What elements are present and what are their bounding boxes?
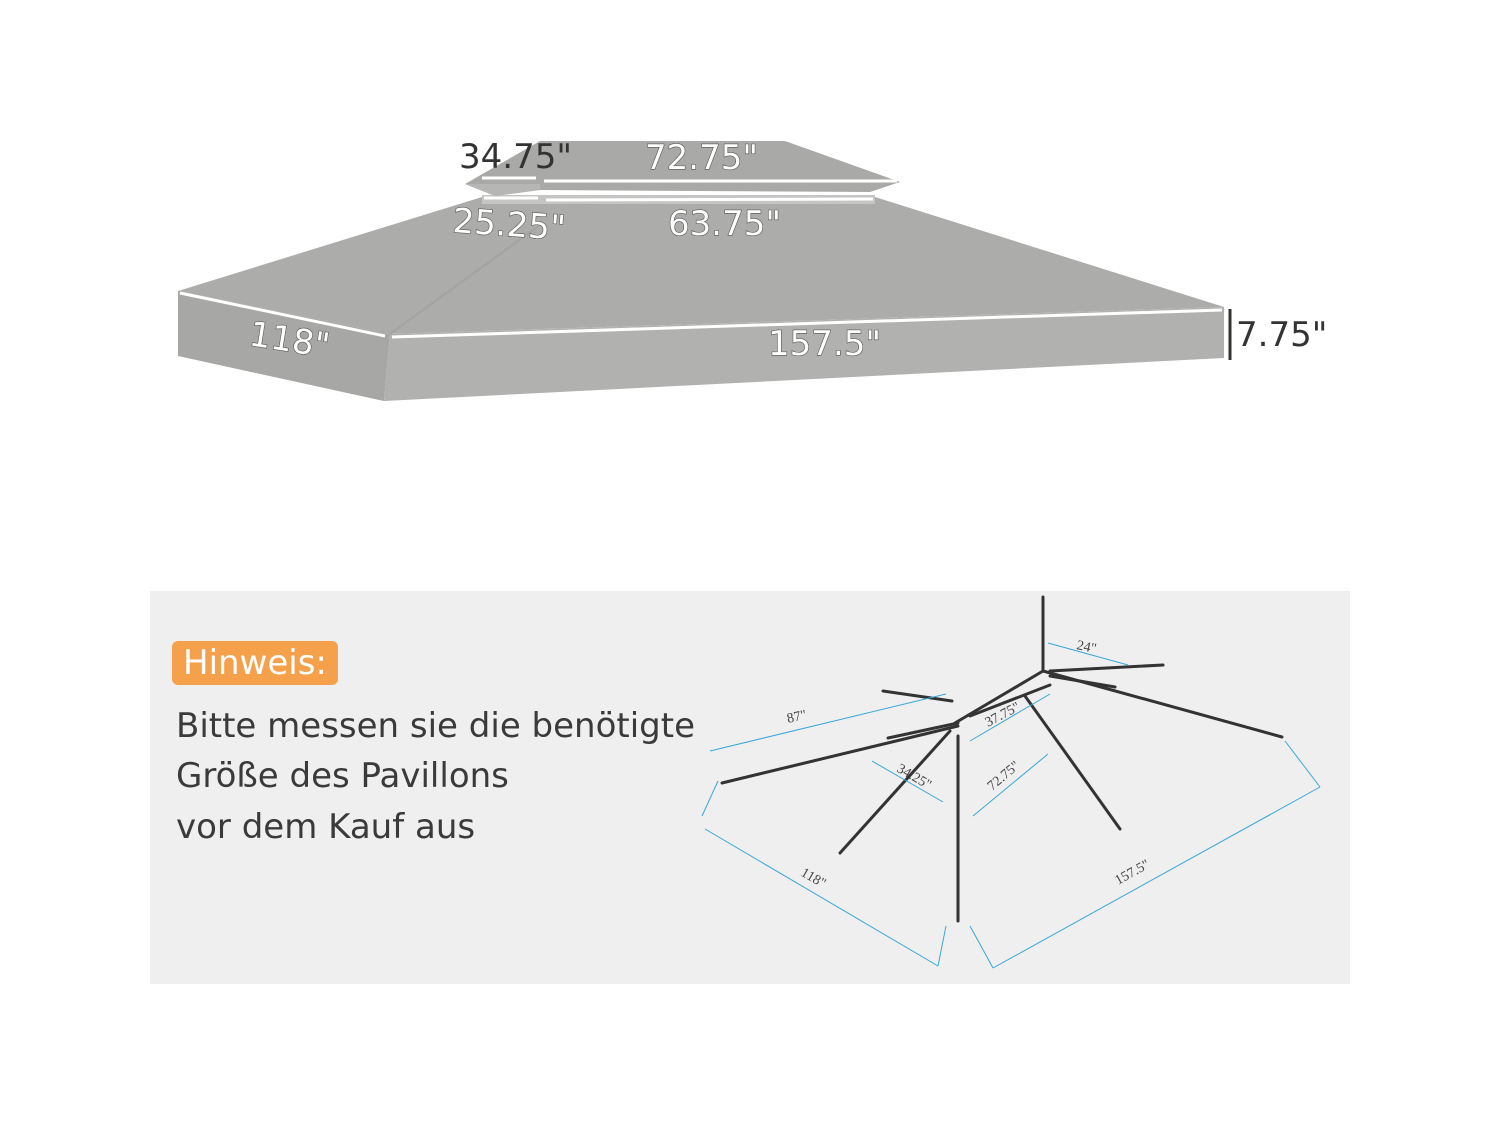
frame-diagram: 24" 87" 37.75" 34.25" 72.75" 118" 157.5" bbox=[701, 595, 1321, 969]
canopy-length-label: 157.5" bbox=[768, 324, 881, 364]
frame-dim-24: 24" bbox=[1075, 638, 1097, 657]
canopy-left-skirt bbox=[178, 291, 390, 401]
vent-length-label: 63.75" bbox=[668, 204, 781, 244]
note-badge: Hinweis: bbox=[172, 641, 338, 685]
top-tier-length-label: 72.75" bbox=[645, 138, 758, 178]
note-line: Größe des Pavillons bbox=[176, 756, 509, 796]
note-line: vor dem Kauf aus bbox=[176, 807, 476, 847]
canopy-illustration: 34.75" 72.75" 25.25" 63.75" 118" 157.5" … bbox=[178, 137, 1327, 401]
canopy-roof-top bbox=[178, 197, 1224, 334]
frame-arm-left bbox=[720, 724, 960, 785]
canopy-height-label: 7.75" bbox=[1236, 315, 1327, 355]
frame-dim-157-5: 157.5" bbox=[1113, 857, 1153, 888]
frame-dim-87: 87" bbox=[786, 708, 809, 727]
frame-dim-118: 118" bbox=[798, 865, 828, 891]
top-tier-width-label: 34.75" bbox=[459, 137, 572, 177]
note-line: Bitte messen sie die benötigte bbox=[176, 706, 695, 746]
note-panel: Hinweis: Bitte messen sie die benötigte … bbox=[150, 591, 1350, 984]
frame-arm-front-right bbox=[1023, 694, 1122, 831]
vent-width-label: 25.25" bbox=[451, 201, 566, 249]
frame-arm-front bbox=[838, 729, 952, 855]
frame-dim-72-75: 72.75" bbox=[985, 759, 1023, 794]
